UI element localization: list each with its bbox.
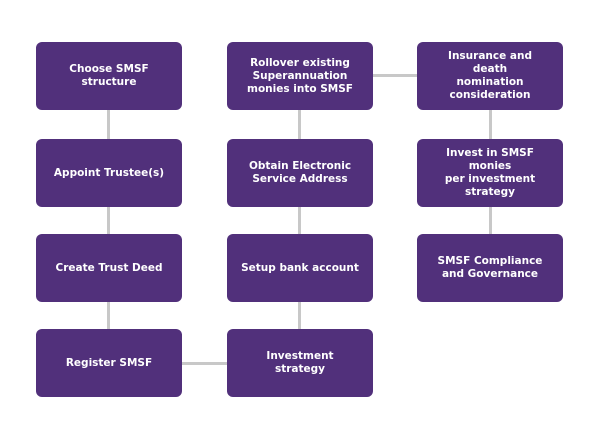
connector-col2-4-3 <box>298 301 301 329</box>
step-invest-smsf-monies: Invest in SMSF monies per investment str… <box>417 139 563 207</box>
step-label: SMSF Compliance and Governance <box>437 255 543 280</box>
connector-col1-1-2 <box>107 110 110 139</box>
step-label: Choose SMSF structure <box>69 63 149 88</box>
step-register-smsf: Register SMSF <box>36 329 182 397</box>
step-obtain-electronic-service-address: Obtain Electronic Service Address <box>227 139 373 207</box>
connector-rollover-to-insurance <box>373 74 418 77</box>
connector-col1-3-4 <box>107 301 110 329</box>
step-setup-bank-account: Setup bank account <box>227 234 373 302</box>
step-label: Obtain Electronic Service Address <box>248 160 352 185</box>
connector-col2-2-1 <box>298 110 301 139</box>
step-label: Invest in SMSF monies per investment str… <box>444 147 536 198</box>
connector-col3-2-3 <box>489 206 492 234</box>
step-create-trust-deed: Create Trust Deed <box>36 234 182 302</box>
step-label: Rollover existing Superannuation monies … <box>247 56 353 95</box>
connector-col2-3-2 <box>298 206 301 234</box>
step-investment-strategy: Investment strategy <box>227 329 373 397</box>
step-rollover-superannuation: Rollover existing Superannuation monies … <box>227 42 373 110</box>
step-appoint-trustees: Appoint Trustee(s) <box>36 139 182 207</box>
step-label: Register SMSF <box>65 356 153 369</box>
connector-col1-2-3 <box>107 206 110 234</box>
connector-register-to-investment <box>182 362 228 365</box>
step-label: Setup bank account <box>241 261 359 274</box>
step-label: Insurance and death nomination considera… <box>448 50 532 101</box>
step-label: Appoint Trustee(s) <box>53 166 165 179</box>
step-smsf-compliance-governance: SMSF Compliance and Governance <box>417 234 563 302</box>
step-label: Investment strategy <box>266 350 334 375</box>
connector-col3-1-2 <box>489 110 492 139</box>
step-insurance-death-nomination: Insurance and death nomination considera… <box>417 42 563 110</box>
step-label: Create Trust Deed <box>55 261 163 274</box>
step-choose-smsf-structure: Choose SMSF structure <box>36 42 182 110</box>
